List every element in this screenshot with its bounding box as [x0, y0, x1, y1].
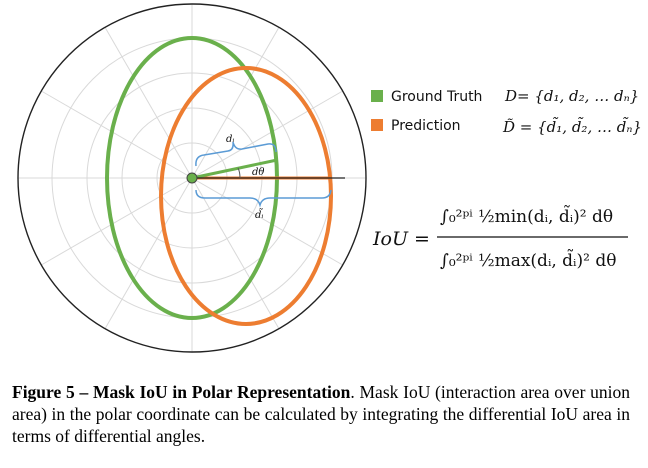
grid-spoke [191, 177, 343, 266]
ground-truth-swatch [371, 90, 383, 102]
grid-spoke [41, 177, 193, 266]
formula-numerator: ∫₀²ᵖⁱ ½min(dᵢ, d̃ᵢ)² dθ [440, 205, 613, 227]
formula-lhs: IoU = [372, 228, 430, 250]
formula-denominator: ∫₀²ᵖⁱ ½max(dᵢ, d̃ᵢ)² dθ [440, 249, 616, 271]
di-label: dᵢ [226, 134, 234, 145]
prediction-set: D̃ = {d̃₁, d̃₂, … d̃ₙ} [502, 117, 642, 136]
prediction-swatch [371, 119, 383, 131]
grid-spoke [41, 90, 193, 179]
polar-outer-circle [17, 3, 367, 353]
grid-spoke [104, 177, 193, 329]
figure-caption: Figure 5 – Mask IoU in Polar Representat… [12, 381, 630, 447]
prediction-label: Prediction [391, 118, 461, 134]
grid-spoke [191, 27, 280, 179]
polar-iou-figure: dᵢ dθ d̃ᵢ Ground Truth D= {d₁, d₂, … dₙ}… [17, 3, 642, 353]
di-tilde-label: d̃ᵢ [255, 208, 263, 221]
grid-spoke [191, 177, 280, 329]
grid-spoke [191, 90, 343, 179]
di-tilde-brace [195, 189, 332, 208]
prediction-contour [159, 66, 333, 326]
caption-text: . Mask IoU (interaction area over union … [12, 382, 630, 446]
ground-truth-ray [191, 158, 278, 180]
grid-spoke [104, 27, 193, 179]
ground-truth-set: D= {d₁, d₂, … dₙ} [504, 87, 639, 105]
di-brace [195, 141, 277, 167]
ground-truth-label: Ground Truth [391, 89, 482, 105]
dtheta-label: dθ [252, 167, 264, 178]
dtheta-arc [237, 167, 241, 179]
caption-title: Figure 5 – Mask IoU in Polar Representat… [12, 382, 351, 402]
origin-point [186, 172, 198, 184]
